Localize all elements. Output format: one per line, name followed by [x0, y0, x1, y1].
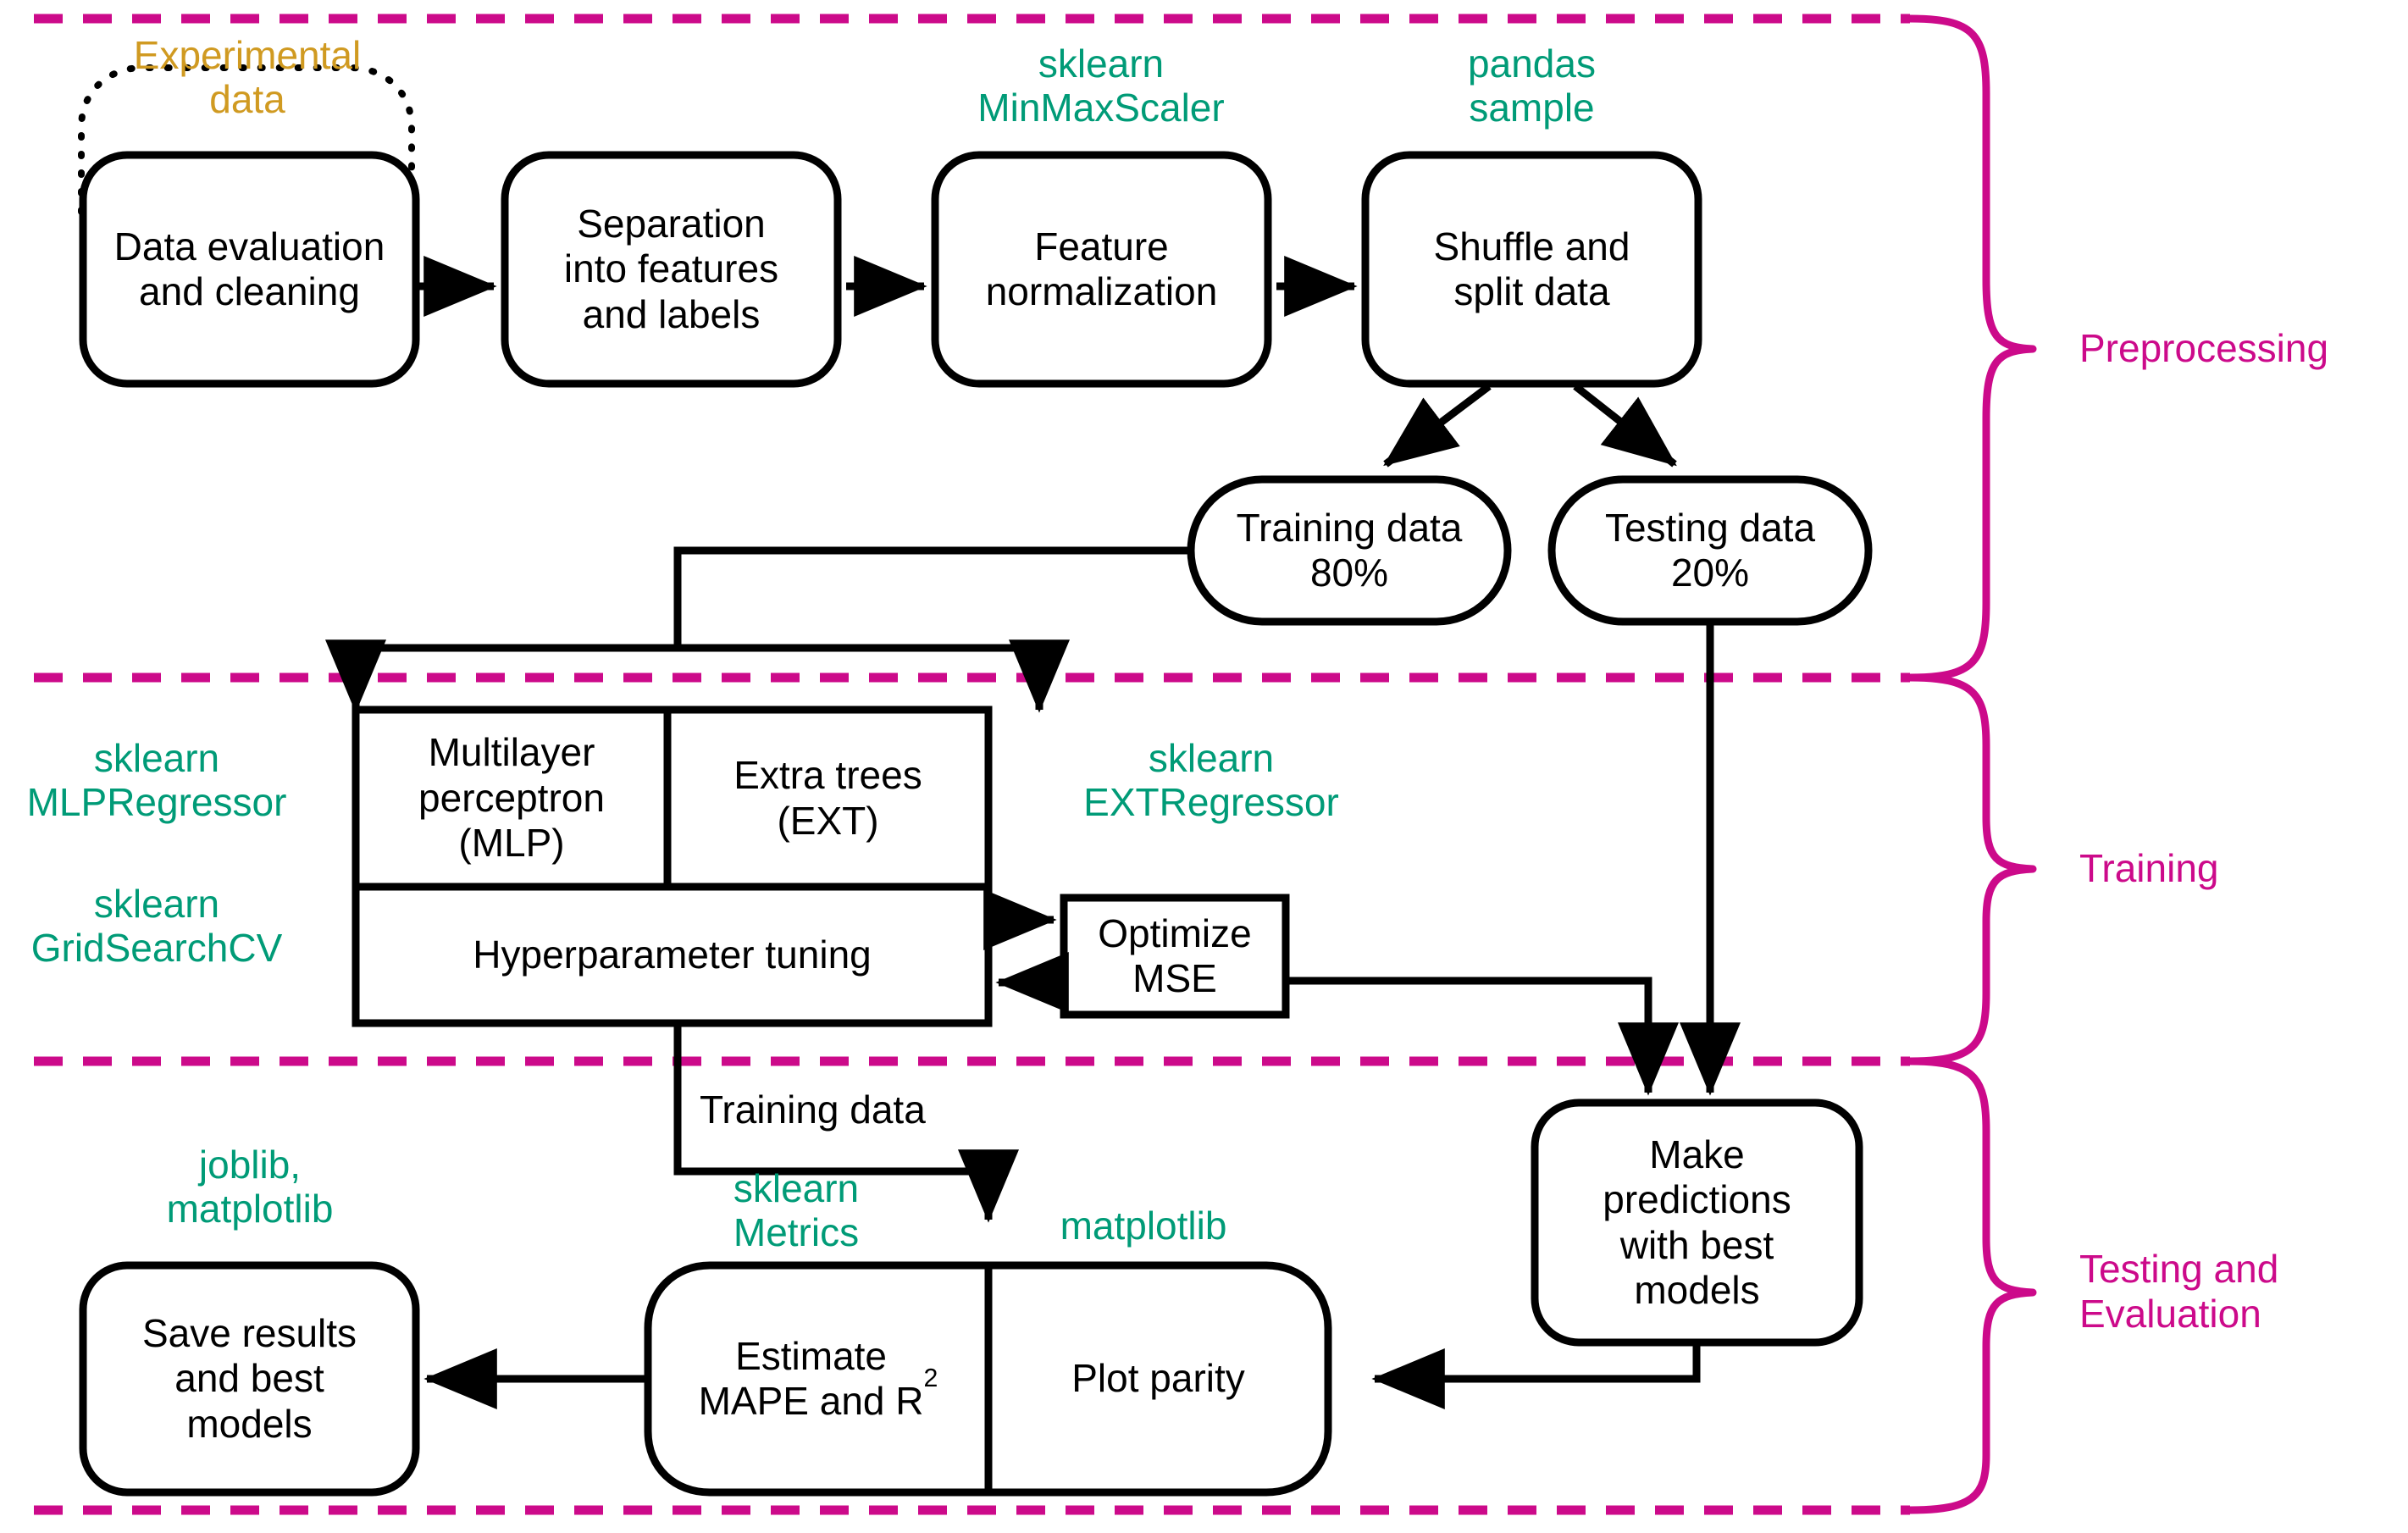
node-box-testing-data [1547, 475, 1873, 626]
node-box-data-evaluation [79, 151, 420, 388]
edge-label-training-data: Training data [695, 1087, 931, 1132]
node-box-save-results [79, 1261, 420, 1497]
brace-testing [1906, 1057, 2037, 1514]
lib-label-minmaxscaler: sklearn MinMaxScaler [977, 42, 1225, 130]
node-box-training-data [1187, 475, 1512, 626]
arrow-shuffle-to-training-data [1383, 383, 1492, 468]
lib-label-matplotlib: matplotlib [1060, 1204, 1227, 1248]
lib-label-joblib-matplotlib: joblib, matplotlib [166, 1143, 334, 1231]
connector-predictions-to-plot [1371, 1342, 1701, 1409]
connector-optimize-to-predictions [1286, 977, 1679, 1096]
phase-label-training: Training [2079, 846, 2219, 890]
arrow-shuffle-to-testing-data [1573, 383, 1677, 468]
phase-label-preprocessing: Preprocessing [2079, 326, 2329, 370]
connector-tuning-to-estimate [673, 1023, 1019, 1223]
lib-label-mlpregressor: sklearn MLPRegressor [26, 736, 287, 824]
node-box-mlp [352, 706, 672, 891]
experimental-data-dotted-outline [78, 64, 415, 215]
lib-label-sklearn-metrics: sklearn Metrics [733, 1166, 860, 1254]
brace-training [1906, 673, 2037, 1065]
node-box-separation [501, 151, 842, 388]
lib-label-pandas-sample: pandas sample [1468, 42, 1596, 130]
node-box-shuffle-split [1361, 151, 1702, 388]
phase-label-testing-evaluation: Testing and Evaluation [2079, 1247, 2279, 1337]
connector-training-data-to-models [352, 546, 1191, 695]
node-box-feature-normalization [931, 151, 1272, 388]
node-box-make-predictions [1531, 1099, 1863, 1347]
node-box-optimize-mse [1060, 894, 1290, 1019]
brace-preprocessing [1906, 14, 2037, 682]
experimental-data-label: Experimental data [133, 33, 362, 121]
node-box-hyperparameter-tuning [352, 883, 993, 1027]
lib-label-gridsearchcv: sklearn GridSearchCV [30, 882, 283, 970]
node-box-ext [663, 706, 993, 891]
lib-label-extregressor: sklearn EXTRegressor [1083, 736, 1339, 824]
